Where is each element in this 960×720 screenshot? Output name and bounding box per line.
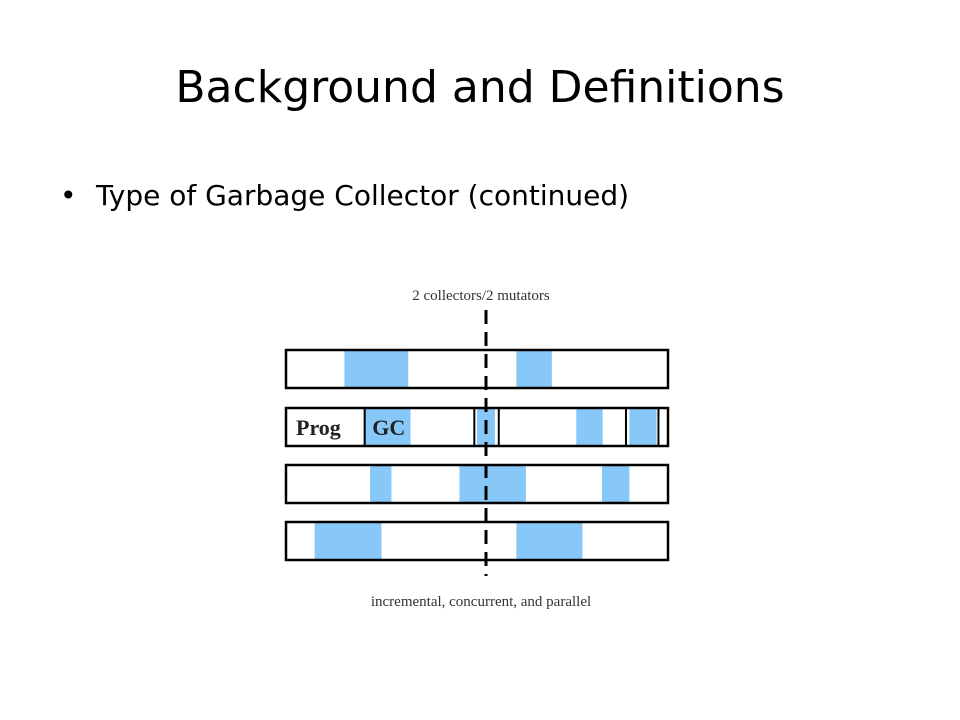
bullet-text: Type of Garbage Collector (continued) bbox=[96, 179, 630, 212]
gc-segment bbox=[516, 522, 583, 560]
gc-segment bbox=[370, 465, 392, 503]
gc-label: GC bbox=[372, 415, 405, 440]
gc-segment bbox=[363, 408, 411, 446]
gc-segment bbox=[516, 350, 552, 388]
gc-segment bbox=[344, 350, 409, 388]
row-outline bbox=[284, 463, 670, 505]
diagram-top-label: 2 collectors/2 mutators bbox=[412, 288, 550, 304]
row-outline bbox=[284, 348, 670, 390]
gc-segment bbox=[601, 465, 630, 503]
gc-segment bbox=[459, 465, 526, 503]
gc-timeline-diagram: 2 collectors/2 mutators Prog GC increment… bbox=[284, 288, 670, 610]
prog-label: Prog bbox=[296, 415, 341, 440]
row-outline bbox=[284, 406, 670, 448]
timeline-row bbox=[284, 463, 670, 505]
timeline-row: Prog GC bbox=[284, 406, 670, 448]
timeline-row bbox=[284, 520, 670, 562]
bullet-dot-icon: • bbox=[60, 179, 77, 212]
bullet-item: • Type of Garbage Collector (continued) bbox=[60, 178, 629, 214]
timeline-rows: Prog GC bbox=[284, 348, 670, 562]
diagram-bottom-label: incremental, concurrent, and parallel bbox=[371, 594, 591, 610]
bullet-list: • Type of Garbage Collector (continued) bbox=[60, 178, 629, 214]
gc-segment bbox=[314, 522, 382, 560]
slide-title: Background and Definitions bbox=[175, 62, 785, 113]
gc-segment bbox=[629, 408, 657, 446]
row-outline bbox=[284, 520, 670, 562]
timeline-row bbox=[284, 348, 670, 390]
gc-segment bbox=[576, 408, 603, 446]
